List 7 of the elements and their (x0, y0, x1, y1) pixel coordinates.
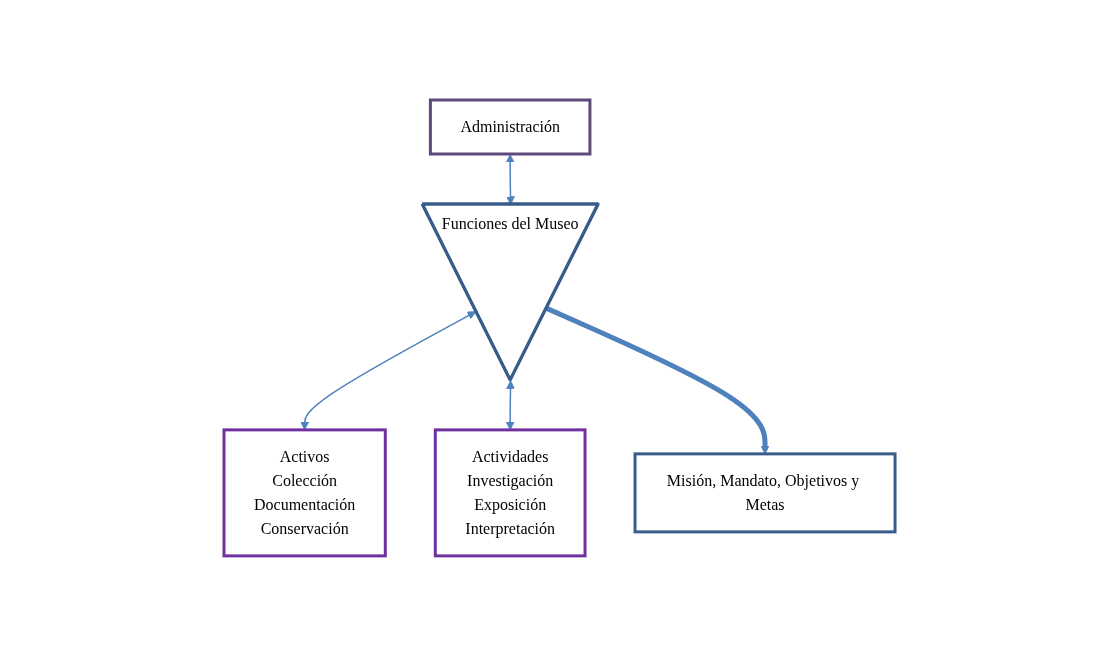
node-box: Activos Colección Documentación Conservación (222, 427, 387, 557)
arrow (300, 310, 477, 430)
node-box: Administración (428, 98, 592, 156)
node-box: Misión, Mandato, Objetivos y Metas (633, 451, 897, 533)
arrow (545, 305, 770, 454)
arrow (505, 379, 515, 430)
node-box: Actividades Investigación Exposición Interpretación (433, 427, 587, 557)
